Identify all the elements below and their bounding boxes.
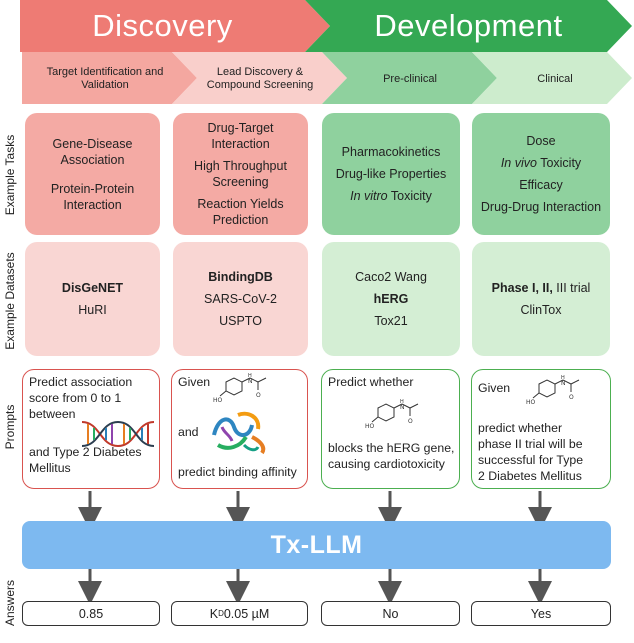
task-item: Protein-Protein Interaction <box>50 181 135 212</box>
dataset-item: Caco2 Wang <box>355 270 427 284</box>
dataset-item: Phase I, II, III trial <box>491 281 591 295</box>
task-card-lead: Drug-Target Interaction High Throughput … <box>173 113 308 235</box>
prompt-text: phase II trial will be <box>478 437 583 451</box>
dataset-item: HuRI <box>78 303 107 317</box>
task-item: Drug-Target Interaction <box>207 121 274 151</box>
flow-arrows <box>78 491 552 604</box>
dataset-item: USPTO <box>219 314 262 328</box>
prompt-text: Given <box>478 381 511 395</box>
row-label-datasets: Example Datasets <box>3 252 17 350</box>
row-label-tasks: Example Tasks <box>3 134 17 216</box>
prompt-text: and Type 2 Diabetes <box>29 445 142 459</box>
svg-text:N: N <box>400 404 405 411</box>
svg-text:H: H <box>400 399 404 405</box>
dataset-card-preclinical: Caco2 Wang hERG Tox21 <box>322 242 460 356</box>
model-bar: Tx-LLM <box>22 521 611 569</box>
prompt-card-preclinical: Predict whether blocks the hERG gene, ca… <box>321 369 460 489</box>
prompt-text: predict binding affinity <box>178 465 297 479</box>
dataset-item: BindingDB <box>208 270 273 284</box>
svg-text:HO: HO <box>365 423 375 430</box>
prompt-text: successful for Type <box>478 453 584 467</box>
protein-icon <box>212 411 266 455</box>
svg-text:N: N <box>561 380 566 387</box>
development-phase-arrow <box>305 0 632 52</box>
dataset-item: SARS-CoV-2 <box>204 292 277 306</box>
discovery-phase-label: Discovery <box>92 8 233 43</box>
task-item: Pharmacokinetics <box>341 145 441 159</box>
lead-stage-label: Lead Discovery & Compound Screening <box>206 66 314 91</box>
clinical-stage-label: Clinical <box>537 72 573 85</box>
preclinical-stage-arrow <box>322 52 497 104</box>
prompt-card-lead: Given and predict binding affinity <box>171 369 308 489</box>
dataset-item: ClinTox <box>520 303 562 317</box>
prompt-text: 2 Diabetes Mellitus <box>478 469 582 483</box>
task-card-preclinical: Pharmacokinetics Drug-like Properties In… <box>322 113 460 235</box>
task-item: High Throughput Screening <box>194 159 287 189</box>
prompt-text: Predict whether <box>328 375 414 389</box>
task-item: In vitro Toxicity <box>350 189 432 203</box>
svg-text:N: N <box>248 378 253 385</box>
discovery-phase-arrow <box>20 0 330 52</box>
prompt-card-clinical: Given predict whether phase II trial wil… <box>471 369 611 489</box>
prompt-text: between <box>29 407 76 421</box>
molecule-icon: HO H N O <box>526 375 580 406</box>
development-phase-label: Development <box>374 8 563 43</box>
prompt-text: causing cardiotoxicity <box>328 457 445 471</box>
prompt-text: blocks the hERG gene, <box>328 441 455 455</box>
task-card-target: Gene-Disease Association Protein-Protein… <box>25 113 160 235</box>
preclinical-stage-label: Pre-clinical <box>383 72 437 85</box>
dataset-card-clinical: Phase I, II, III trial ClinTox <box>472 242 610 356</box>
answer-box-clinical: Yes <box>471 601 611 626</box>
prompt-text: predict whether <box>478 421 563 435</box>
task-item: Gene-Disease Association <box>52 136 133 167</box>
task-item: Dose <box>526 134 556 148</box>
svg-text:HO: HO <box>526 399 536 406</box>
prompt-text: and <box>178 425 199 439</box>
task-item: Reaction Yields Prediction <box>197 197 284 227</box>
lead-stage-arrow <box>172 52 347 104</box>
dataset-card-lead: BindingDB SARS-CoV-2 USPTO <box>173 242 308 356</box>
clinical-stage-arrow <box>472 52 632 104</box>
answer-box-target: 0.85 <box>22 601 160 626</box>
molecule-icon: HO H N O <box>213 373 267 404</box>
row-label-prompts: Prompts <box>3 404 17 450</box>
task-item: Efficacy <box>519 178 563 192</box>
dataset-card-target: DisGeNET HuRI <box>25 242 160 356</box>
molecule-icon: HO H N O <box>365 399 419 430</box>
svg-text:H: H <box>248 373 252 379</box>
svg-text:O: O <box>408 418 413 425</box>
dna-icon <box>81 420 155 448</box>
prompt-text: Given <box>178 375 211 389</box>
svg-text:O: O <box>256 392 261 399</box>
target-stage-arrow <box>22 52 197 104</box>
svg-text:HO: HO <box>213 397 223 404</box>
dataset-item: hERG <box>373 292 409 306</box>
task-item: Drug-Drug Interaction <box>480 200 602 214</box>
task-card-clinical: Dose In vivo Toxicity Efficacy Drug-Drug… <box>472 113 610 235</box>
prompt-card-target: Predict association score from 0 to 1 be… <box>22 369 160 489</box>
svg-text:H: H <box>561 375 565 381</box>
prompt-text: Mellitus <box>29 461 71 475</box>
dataset-item: DisGeNET <box>61 281 124 295</box>
target-stage-label: Target Identification and Validation <box>46 66 164 91</box>
pipeline-header <box>20 0 632 104</box>
dataset-item: Tox21 <box>374 314 408 328</box>
task-item: Drug-like Properties <box>335 167 447 181</box>
prompt-text: Predict association <box>29 375 133 389</box>
svg-text:O: O <box>569 394 574 401</box>
prompt-text: score from 0 to 1 <box>29 391 122 405</box>
answer-box-preclinical: No <box>321 601 460 626</box>
task-item: In vivo Toxicity <box>500 156 582 170</box>
